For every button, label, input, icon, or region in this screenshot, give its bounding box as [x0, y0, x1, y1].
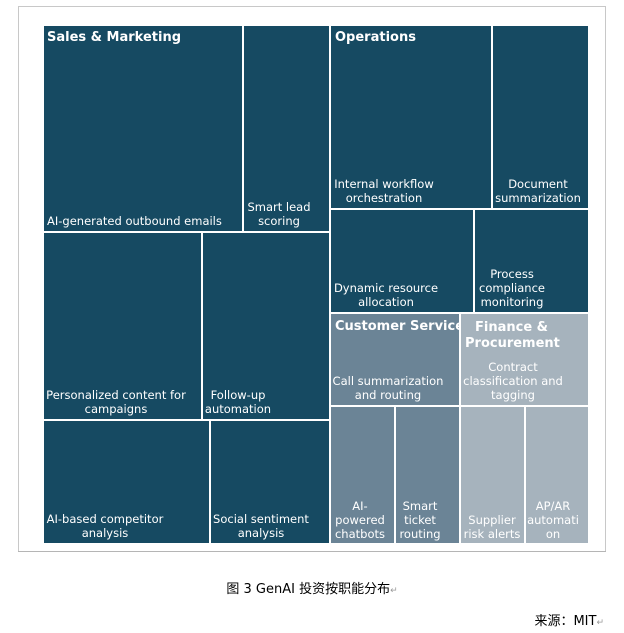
cell-label: Call summarization and routingCall summa… [333, 374, 444, 402]
cell-rect [394, 405, 461, 545]
cell-ai-based-competitor-analysis: AI-based competitor analysisAI-based com… [42, 419, 211, 545]
group-title: Sales & Marketing [47, 30, 181, 45]
group-sales-and-marketing: AI-generated outbound emailsAI-generated… [42, 24, 331, 545]
paragraph-mark: ↵ [596, 618, 604, 628]
paragraph-mark: ↵ [390, 586, 398, 596]
cell-rect [209, 419, 331, 545]
cell-ai-generated-outbound-emails: AI-generated outbound emailsAI-generated… [42, 24, 244, 233]
cell-call-summarization-and-routing: Call summarization and routingCall summa… [329, 312, 461, 407]
group-operations: Internal workflow orchestrationInternal … [329, 24, 590, 314]
cell-label: Personalized content for campaignsPerson… [46, 388, 186, 416]
cell-rect [329, 405, 396, 545]
group-title: Operations [335, 30, 416, 45]
group-customer-service: Call summarization and routingCall summa… [329, 312, 464, 545]
caption-text: 图 3 GenAI 投资按职能分布 [226, 582, 391, 597]
cell-label: Internal workflow orchestrationInternal … [334, 177, 434, 205]
figure-frame [18, 6, 606, 552]
cell-rect [459, 312, 590, 407]
cell-rect [42, 24, 244, 233]
source-text: 来源：MIT [534, 614, 597, 629]
cell-personalized-content-for-campaigns: Personalized content for campaignsPerson… [42, 231, 203, 421]
cell-contract-classification-and-tagging: Contract classification and taggingContr… [459, 312, 590, 407]
group-finance-and-procurement: Contract classification and taggingContr… [459, 312, 590, 545]
cell-internal-workflow-orchestration: Internal workflow orchestrationInternal … [329, 24, 493, 210]
group-title: Finance & ProcurementFinance &Procuremen… [465, 320, 560, 351]
cell-rect [524, 405, 590, 545]
group-title: Customer Service [335, 319, 464, 334]
frame-bottom-border [18, 551, 606, 552]
cell-rect [459, 405, 526, 545]
figure-caption: 图 3 GenAI 投资按职能分布↵ [0, 578, 624, 597]
figure-source: 来源：MIT↵ [534, 610, 604, 629]
cell-label: Contract classification and taggingContr… [463, 360, 563, 402]
cell-label: Dynamic resource allocationDynamic resou… [334, 281, 438, 309]
cell-label: AI-based competitor analysisAI-based com… [47, 512, 164, 540]
cell-rect [329, 24, 493, 210]
treemap: AI-generated outbound emailsAI-generated… [42, 24, 590, 545]
cell-rect [329, 208, 475, 314]
cell-label: AI-generated outbound emailsAI-generated… [47, 214, 222, 228]
cell-dynamic-resource-allocation: Dynamic resource allocationDynamic resou… [329, 208, 475, 314]
